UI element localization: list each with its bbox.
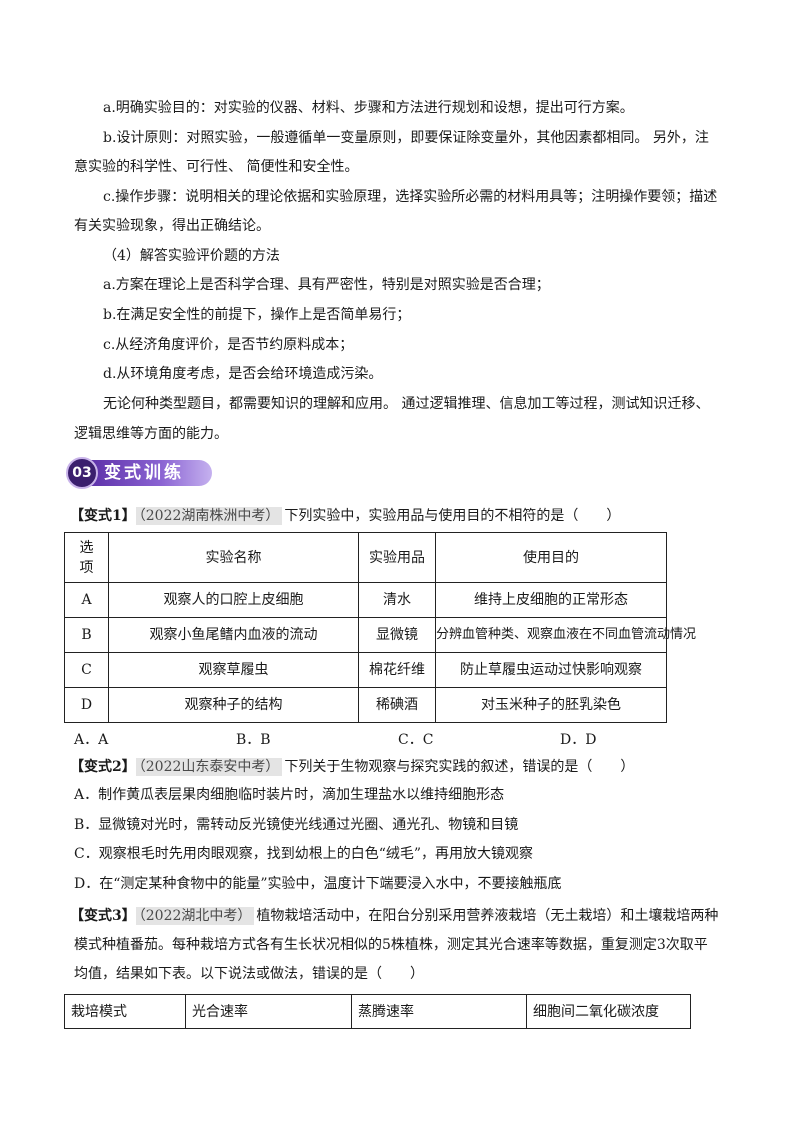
table-row: D 观察种子的结构 稀碘酒 对玉米种子的胚乳染色 <box>64 687 667 723</box>
q2-option-c: C．观察根毛时先用肉眼观察，找到幼根上的白色“绒毛”，再用放大镜观察 <box>74 846 534 862</box>
paragraph-eval-a: a.方案在理论上是否科学合理、具有严密性，特别是对照实验是否合理； <box>103 277 550 293</box>
q2-option-b: B．显微镜对光时，需转动反光镜使光线通过光圈、通光孔、物镜和目镜 <box>74 817 519 833</box>
paragraph-c-continued: 有关实验现象，得出正确结论。 <box>74 218 270 234</box>
q2-option-d: D．在“测定某种食物中的能量”实验中，温度计下端要浸入水中，不要接触瓶底 <box>74 876 562 892</box>
question-3-text-line-1: 植物栽培活动中，在阳台分别采用营养液栽培（无土栽培）和土壤栽培两种 <box>256 908 719 924</box>
paragraph-summary-continued: 逻辑思维等方面的能力。 <box>74 426 228 442</box>
question-3-source: （2022湖北中考） <box>135 907 255 925</box>
row-b-supplies: 显微镜 <box>358 617 436 653</box>
paragraph-b-continued: 意实验的科学性、可行性、 简便性和安全性。 <box>74 159 359 175</box>
q1-option-c: C．C <box>398 732 434 748</box>
banner-number: 03 <box>66 457 98 489</box>
question-1-stem: 【变式1】（2022湖南株洲中考）下列实验中，实验用品与使用目的不相符的是（ ） <box>70 506 620 526</box>
row-d-supplies: 稀碘酒 <box>358 687 436 723</box>
question-2-source: （2022山东泰安中考） <box>135 758 283 776</box>
table-header-row: 选项 实验名称 实验用品 使用目的 <box>64 532 667 583</box>
row-d-option: D <box>64 687 109 723</box>
header-cultivation-mode: 栽培模式 <box>64 994 186 1029</box>
q1-option-b: B．B <box>236 732 271 748</box>
question-1-text: 下列实验中，实验用品与使用目的不相符的是（ ） <box>284 508 621 524</box>
question-2-text: 下列关于生物观察与探究实践的叙述，错误的是（ ） <box>284 759 635 775</box>
table-header-row: 栽培模式 光合速率 蒸腾速率 细胞间二氧化碳浓度 <box>64 994 691 1029</box>
row-c-name: 观察草履虫 <box>108 652 359 688</box>
row-c-option: C <box>64 652 109 688</box>
row-a-option: A <box>64 582 109 618</box>
question-1-source: （2022湖南株洲中考） <box>135 507 283 525</box>
question-3-tag: 【变式3】 <box>70 908 136 924</box>
question-2-tag: 【变式2】 <box>70 759 136 775</box>
table-row: B 观察小鱼尾鳍内血液的流动 显微镜 分辨血管种类、观察血液在不同血管流动情况 <box>64 617 696 653</box>
question-1-tag: 【变式1】 <box>70 508 136 524</box>
header-experiment-name: 实验名称 <box>108 532 359 583</box>
question-3-table: 栽培模式 光合速率 蒸腾速率 细胞间二氧化碳浓度 <box>64 994 691 1029</box>
q1-option-d: D．D <box>560 732 597 748</box>
row-a-name: 观察人的口腔上皮细胞 <box>108 582 359 618</box>
row-d-name: 观察种子的结构 <box>108 687 359 723</box>
header-option: 选项 <box>64 532 109 583</box>
q2-option-a: A．制作黄瓜表层果肉细胞临时装片时，滴加生理盐水以维持细胞形态 <box>74 787 505 803</box>
q1-option-a: A．A <box>74 732 109 748</box>
row-c-supplies: 棉花纤维 <box>358 652 436 688</box>
row-a-purpose: 维持上皮细胞的正常形态 <box>435 582 667 618</box>
header-co2-concentration: 细胞间二氧化碳浓度 <box>526 994 691 1029</box>
paragraph-c-steps: c.操作步骤：说明相关的理论依据和实验原理，选择实验所必需的材料用具等；注明操作… <box>103 189 718 205</box>
section-banner: 03 变式训练 <box>66 455 216 491</box>
question-3-text-line-2: 模式种植番茄。每种栽培方式各有生长状况相似的5株植株，测定其光合速率等数据，重复… <box>74 937 708 953</box>
header-photosynthesis-rate: 光合速率 <box>185 994 352 1029</box>
banner-bar <box>84 460 212 486</box>
paragraph-eval-c: c.从经济角度评价，是否节约原料成本； <box>103 337 354 353</box>
paragraph-eval-d: d.从环境角度考虑，是否会给环境造成污染。 <box>103 366 383 382</box>
row-b-purpose: 分辨血管种类、观察血液在不同血管流动情况 <box>435 617 696 653</box>
question-1-table: 选项 实验名称 实验用品 使用目的 A 观察人的口腔上皮细胞 清水 维持上皮细胞… <box>64 532 696 723</box>
row-a-supplies: 清水 <box>358 582 436 618</box>
question-2-stem: 【变式2】（2022山东泰安中考）下列关于生物观察与探究实践的叙述，错误的是（ … <box>70 757 634 777</box>
table-row: C 观察草履虫 棉花纤维 防止草履虫运动过快影响观察 <box>64 652 667 688</box>
question-3-text-line-3: 均值，结果如下表。以下说法或做法，错误的是（ ） <box>74 966 424 982</box>
row-b-name: 观察小鱼尾鳍内血液的流动 <box>108 617 359 653</box>
section-heading-evaluation: （4）解答实验评价题的方法 <box>103 248 280 264</box>
paragraph-summary: 无论何种类型题目，都需要知识的理解和应用。 通过逻辑推理、信息加工等过程，测试知… <box>103 396 710 412</box>
row-d-purpose: 对玉米种子的胚乳染色 <box>435 687 667 723</box>
banner-title: 变式训练 <box>104 463 184 483</box>
row-c-purpose: 防止草履虫运动过快影响观察 <box>435 652 667 688</box>
header-transpiration-rate: 蒸腾速率 <box>351 994 527 1029</box>
table-row: A 观察人的口腔上皮细胞 清水 维持上皮细胞的正常形态 <box>64 582 667 618</box>
paragraph-eval-b: b.在满足安全性的前提下，操作上是否简单易行； <box>103 307 411 323</box>
paragraph-b-principle: b.设计原则：对照实验，一般遵循单一变量原则，即要保证除变量外，其他因素都相同。… <box>103 130 709 146</box>
row-b-option: B <box>64 617 109 653</box>
paragraph-a-purpose: a.明确实验目的：对实验的仪器、材料、步骤和方法进行规划和设想，提出可行方案。 <box>103 100 634 116</box>
header-purpose: 使用目的 <box>435 532 667 583</box>
header-supplies: 实验用品 <box>358 532 436 583</box>
question-3-stem: 【变式3】（2022湖北中考）植物栽培活动中，在阳台分别采用营养液栽培（无土栽培… <box>70 906 718 926</box>
